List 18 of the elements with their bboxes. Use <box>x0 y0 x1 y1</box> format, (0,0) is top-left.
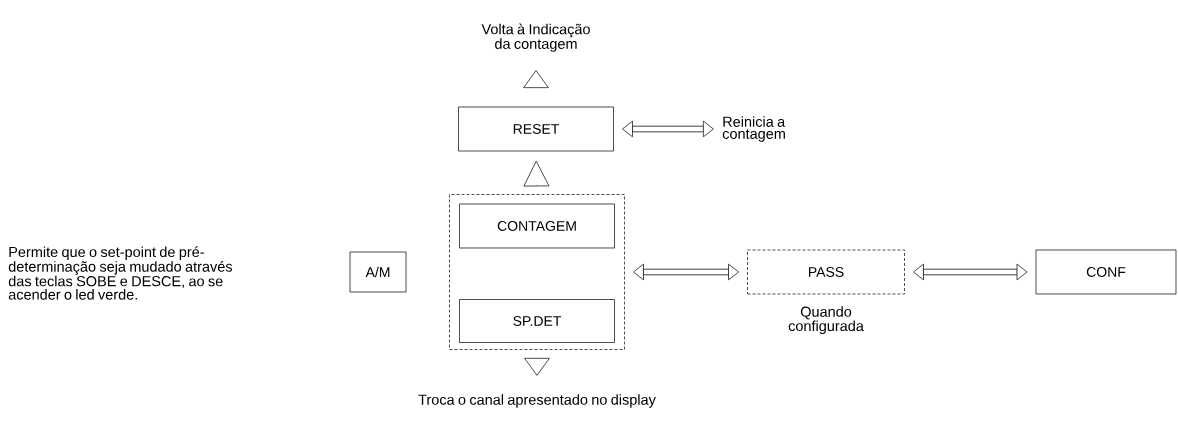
double-arrow <box>913 263 1028 281</box>
key-box: RESET <box>458 106 614 152</box>
key-box: A/M <box>349 251 407 293</box>
group-frame <box>449 194 625 350</box>
triangle-arrow <box>524 357 550 376</box>
annotation-text: Troca o canal apresentado no display <box>418 394 656 408</box>
key-box: CONF <box>1035 249 1177 295</box>
annotation-text: Reinicia a contagem <box>722 116 786 142</box>
triangle-arrow <box>523 70 549 88</box>
key-box: PASS <box>747 249 905 295</box>
annotation-text: Permite que o set-point de pré-determinação seja mudado através das teclas SOBE e DESCE, ao se acender o led verde. <box>8 246 233 300</box>
triangle-arrow <box>523 160 550 187</box>
double-arrow <box>622 120 714 138</box>
annotation-text: Volta à Indicação da contagem <box>481 23 590 52</box>
key-box: CONTAGEM <box>459 203 615 249</box>
double-arrow <box>633 263 739 281</box>
node-label: Quando configurada <box>788 306 864 334</box>
key-box: SP.DET <box>459 299 615 343</box>
